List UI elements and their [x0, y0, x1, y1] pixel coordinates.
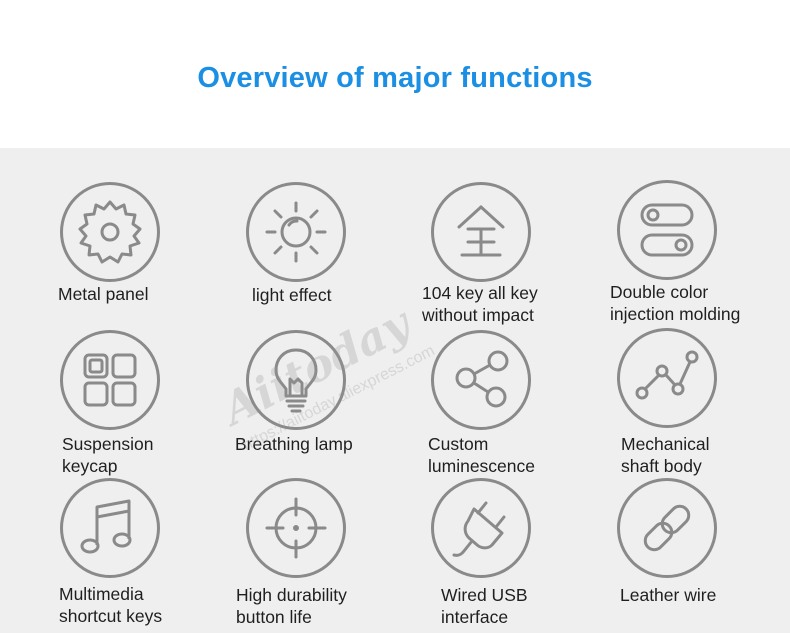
keycap-grid-icon: [60, 330, 160, 430]
feature-label-line: Multimedia: [59, 584, 144, 604]
feature-label-line: High durability: [236, 585, 347, 605]
line-chart-icon: [617, 328, 717, 428]
feature-label: light effect: [252, 285, 332, 305]
toggle-icon: [617, 180, 717, 280]
sun-icon: [246, 182, 346, 282]
feature-label: Metal panel: [58, 284, 149, 304]
chain-link-icon: [617, 478, 717, 578]
feature-label-line: 104 key all key: [422, 283, 538, 303]
header: Overview of major functions: [0, 0, 790, 148]
feature-label-line: Custom: [428, 434, 489, 454]
crosshair-icon: [246, 478, 346, 578]
feature-label-line: Suspension: [62, 434, 154, 454]
feature-label: Breathing lamp: [235, 434, 353, 454]
feature-label-line: shaft body: [621, 456, 702, 476]
feature-label-line: Double color: [610, 282, 709, 302]
feature-label-line: luminescence: [428, 456, 535, 476]
lightbulb-icon: [246, 330, 346, 430]
gear-icon: [60, 182, 160, 282]
feature-label-line: button life: [236, 607, 312, 627]
feature-label-line: Wired USB: [441, 585, 528, 605]
feature-label: Leather wire: [620, 585, 717, 605]
plug-icon: [431, 478, 531, 578]
music-note-icon: [60, 478, 160, 578]
feature-label-line: without impact: [422, 305, 534, 325]
feature-label-line: injection molding: [610, 304, 741, 324]
share-nodes-icon: [431, 330, 531, 430]
feature-label-line: shortcut keys: [59, 606, 163, 626]
page-title: Overview of major functions: [197, 62, 593, 94]
feature-label-line: keycap: [62, 456, 118, 476]
feature-label-line: Mechanical: [621, 434, 710, 454]
feature-label-line: interface: [441, 607, 509, 627]
all-keys-icon: [431, 182, 531, 282]
